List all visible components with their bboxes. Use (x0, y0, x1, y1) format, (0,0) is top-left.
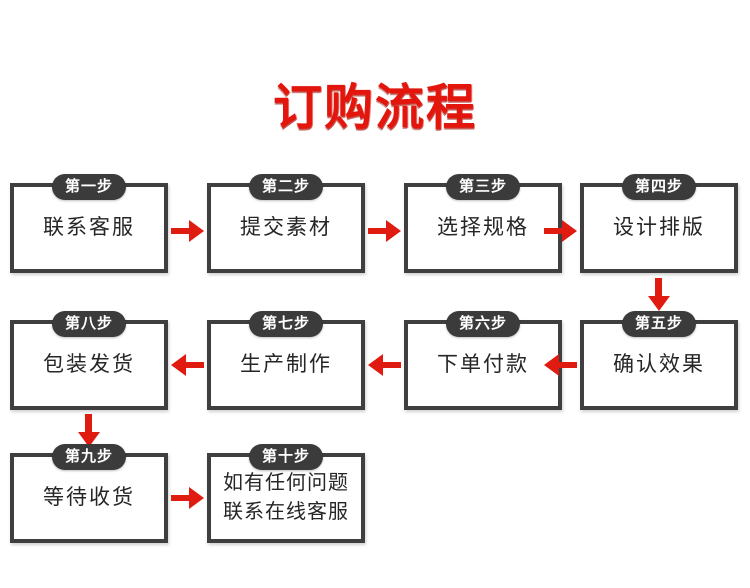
step-box-6[interactable]: 第六步 下单付款 (404, 311, 562, 410)
step-box-9[interactable]: 第九步 等待收货 (10, 444, 168, 543)
arrow-right-9-10 (171, 485, 205, 511)
step-label-3: 选择规格 (437, 216, 529, 239)
step-badge-3: 第三步 (445, 174, 521, 200)
arrow-left-6-7 (368, 352, 402, 378)
step-badge-4: 第四步 (621, 174, 697, 200)
step-badge-1: 第一步 (51, 174, 127, 200)
step-label-10: 如有任何问题 联系在线客服 (223, 472, 349, 523)
step-box-4[interactable]: 第四步 设计排版 (580, 174, 738, 273)
arrow-down-8-9 (76, 414, 102, 448)
page-title: 订购流程 (272, 81, 477, 135)
step-badge-2: 第二步 (248, 174, 324, 200)
step-label-7: 生产制作 (240, 353, 332, 376)
step-label-2: 提交素材 (240, 216, 332, 239)
step-badge-7: 第七步 (248, 311, 324, 337)
arrow-right-1-2 (171, 218, 205, 244)
step-box-8[interactable]: 第八步 包装发货 (10, 311, 168, 410)
arrow-right-2-3 (368, 218, 402, 244)
step-label-1: 联系客服 (43, 216, 135, 239)
step-box-5[interactable]: 第五步 确认效果 (580, 311, 738, 410)
step-badge-8: 第八步 (51, 311, 127, 337)
step-label-8: 包装发货 (43, 353, 135, 376)
step-badge-6: 第六步 (445, 311, 521, 337)
arrow-left-7-8 (171, 352, 205, 378)
step-label-6: 下单付款 (437, 353, 529, 376)
step-box-7[interactable]: 第七步 生产制作 (207, 311, 365, 410)
arrow-down-4-5 (646, 278, 672, 312)
step-box-3[interactable]: 第三步 选择规格 (404, 174, 562, 273)
step-box-2[interactable]: 第二步 提交素材 (207, 174, 365, 273)
step-label-4: 设计排版 (613, 216, 705, 239)
step-box-1[interactable]: 第一步 联系客服 (10, 174, 168, 273)
step-box-10[interactable]: 第十步 如有任何问题 联系在线客服 (207, 444, 365, 543)
step-badge-10: 第十步 (248, 444, 324, 470)
arrow-left-5-6 (544, 352, 578, 378)
step-label-5: 确认效果 (613, 353, 705, 376)
step-badge-5: 第五步 (621, 311, 697, 337)
arrow-right-3-4 (544, 218, 578, 244)
step-label-9: 等待收货 (43, 486, 135, 509)
step-badge-9: 第九步 (51, 444, 127, 470)
